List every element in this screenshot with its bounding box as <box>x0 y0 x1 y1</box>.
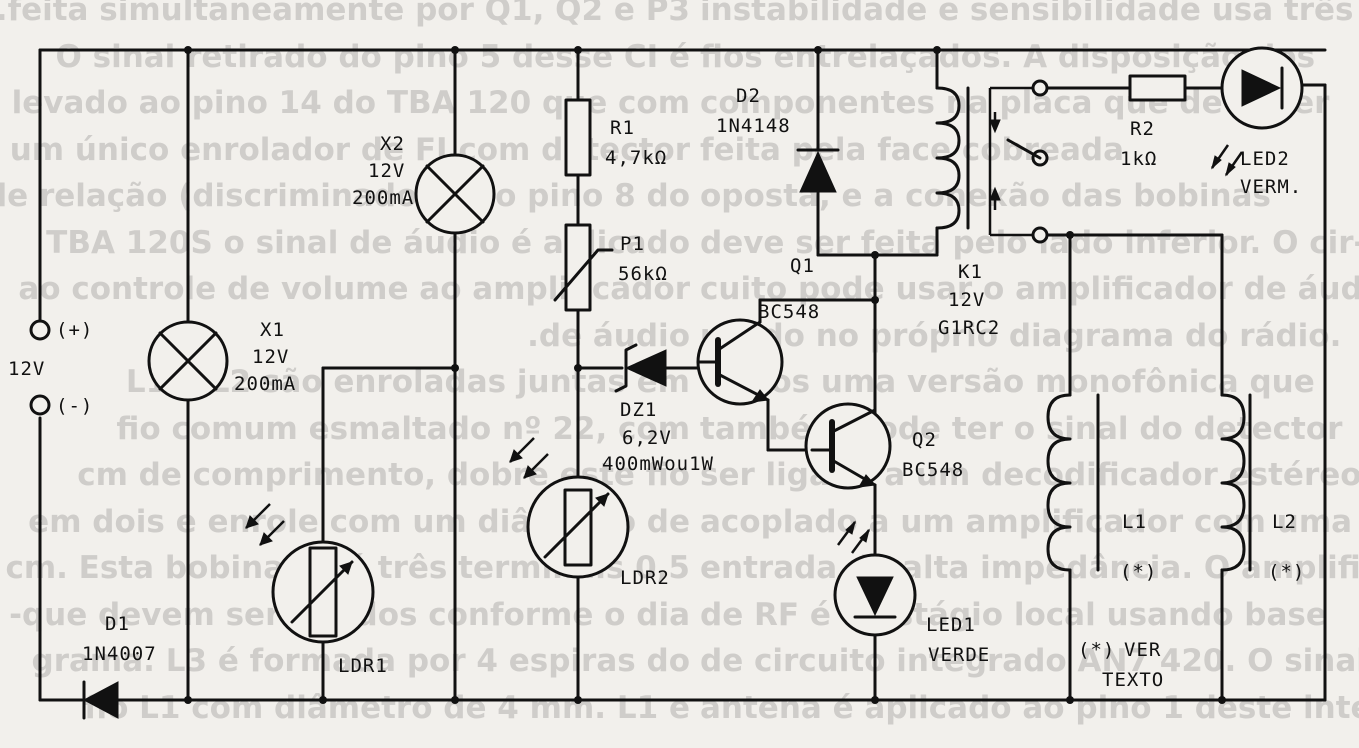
k1-voltage: 12V <box>948 289 985 311</box>
l2-ref: L2 <box>1272 511 1297 533</box>
led1: LED1 VERDE <box>833 520 990 666</box>
note-see-text: (*) VER TEXTO <box>1078 639 1164 691</box>
r2-resistor: R2 1kΩ <box>1120 74 1187 170</box>
junction-dots <box>184 46 1226 704</box>
q1-ref: Q1 <box>790 255 815 277</box>
l1-coil: L1 (*) <box>1046 393 1157 583</box>
led1-color: VERDE <box>928 644 990 666</box>
r2-ref: R2 <box>1130 118 1155 140</box>
d2-part: 1N4148 <box>716 115 791 137</box>
led2-color: VERM. <box>1240 176 1302 198</box>
note-line2: TEXTO <box>1102 669 1164 691</box>
x2-ref: X2 <box>380 133 405 155</box>
d2-ref: D2 <box>736 85 761 107</box>
q2-transistor: Q2 BC548 <box>804 402 964 490</box>
supply-minus-label: (-) <box>56 395 93 417</box>
x1-voltage: 12V <box>252 346 289 368</box>
d1-ref: D1 <box>105 613 130 635</box>
ldr2: LDR2 <box>509 437 670 589</box>
q1-part: BC548 <box>758 301 820 323</box>
p1-ref: P1 <box>620 233 645 255</box>
l1-mark: (*) <box>1120 561 1157 583</box>
led2-ref: LED2 <box>1240 148 1290 170</box>
x2-lamp: X2 12V 200mA <box>352 133 496 235</box>
dz1-ref: DZ1 <box>620 399 657 421</box>
x1-ref: X1 <box>260 319 285 341</box>
supply-plus-label: (+) <box>56 319 93 341</box>
l2-coil: L2 (*) <box>1220 393 1305 583</box>
r1-resistor: R1 4,7kΩ <box>564 98 667 177</box>
supply-terminals: (+) 12V (-) <box>8 316 93 417</box>
note-mark: (*) <box>1078 639 1115 661</box>
ldr1: LDR1 <box>245 503 388 677</box>
dz1-power: 400mWou1W <box>602 453 714 475</box>
x1-current: 200mA <box>234 373 296 395</box>
led2: LED2 VERM. <box>1210 46 1304 198</box>
d2-diode: D2 1N4148 <box>716 85 840 193</box>
dz1-voltage: 6,2V <box>622 427 672 449</box>
q1-transistor: Q1 BC548 <box>696 255 820 406</box>
ldr2-ref: LDR2 <box>620 567 670 589</box>
ldr1-ref: LDR1 <box>338 655 388 677</box>
k1-ref: K1 <box>958 261 983 283</box>
r1-ref: R1 <box>610 117 635 139</box>
supply-voltage-label: 12V <box>8 358 45 380</box>
r2-value: 1kΩ <box>1120 148 1157 170</box>
p1-potentiometer: P1 56kΩ <box>553 223 668 312</box>
x2-current: 200mA <box>352 187 414 209</box>
q2-part: BC548 <box>902 459 964 481</box>
x2-voltage: 12V <box>368 160 405 182</box>
k1-relay: K1 12V G1RC2 <box>935 79 1049 339</box>
note-line1: VER <box>1124 639 1161 661</box>
r1-value: 4,7kΩ <box>605 147 667 169</box>
d1-diode: D1 1N4007 <box>82 613 157 720</box>
led1-ref: LED1 <box>926 614 976 636</box>
l1-ref: L1 <box>1122 511 1147 533</box>
q2-ref: Q2 <box>912 429 937 451</box>
l2-mark: (*) <box>1268 561 1305 583</box>
dz1-zener: DZ1 6,2V 400mWou1W <box>602 343 714 475</box>
k1-part: G1RC2 <box>938 317 1000 339</box>
x1-lamp: X1 12V 200mA <box>147 319 296 402</box>
p1-value: 56kΩ <box>618 263 668 285</box>
d1-part: 1N4007 <box>82 643 157 665</box>
